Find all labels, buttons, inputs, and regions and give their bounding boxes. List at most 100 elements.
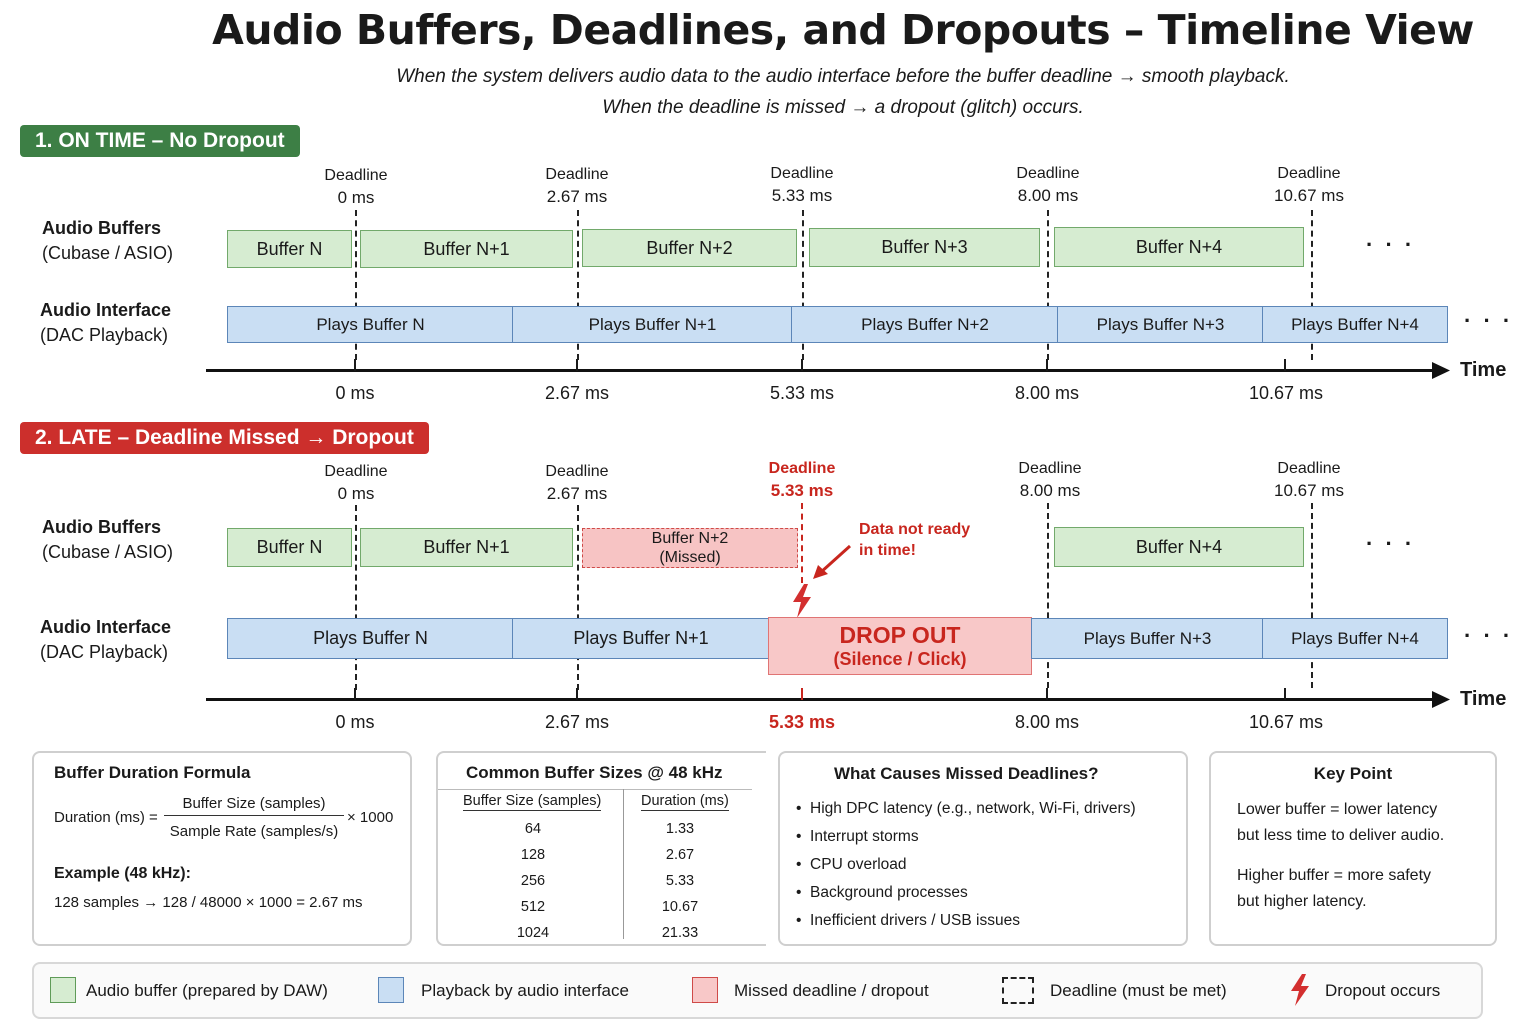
deadline-line — [1311, 503, 1313, 688]
buffer-block: Buffer N+4 — [1054, 227, 1304, 267]
annotation-arrow-icon — [813, 544, 852, 579]
audio-interface-label: Audio Interface(DAC Playback) — [40, 300, 172, 345]
deadline-line — [355, 505, 357, 690]
tick-label: 10.67 ms — [1248, 383, 1324, 403]
audio-buffers-label: Audio Buffers(Cubase / ASIO) — [42, 218, 174, 263]
formula-denominator: Sample Rate (samples/s) — [169, 823, 339, 840]
legend-buffer-label: Audio buffer (prepared by DAW) — [86, 981, 328, 1000]
example-text: 128 samples → 128 / 48000 × 1000 = 2.67 … — [54, 894, 363, 911]
continuation-ellipsis: · · · — [1464, 623, 1514, 648]
legend-missed-label: Missed deadline / dropout — [734, 981, 929, 1000]
key-point-title: Key Point — [1313, 764, 1393, 783]
axis-tick — [354, 688, 356, 700]
page-title: Audio Buffers, Deadlines, and Dropouts –… — [212, 6, 1474, 54]
buffer-block: Buffer N+4 — [1054, 527, 1304, 567]
legend: Audio buffer (prepared by DAW) Playback … — [32, 962, 1483, 1019]
tick-label: 8.00 ms — [1014, 383, 1080, 403]
legend-playback-label: Playback by audio interface — [421, 981, 629, 1000]
causes-title: What Causes Missed Deadlines? — [834, 764, 1099, 783]
deadline-line — [355, 210, 357, 360]
subtitle-line-2: When the deadline is missed → a dropout … — [602, 97, 1084, 118]
legend-playback-swatch — [378, 977, 404, 1003]
audio-buffers-label: Audio Buffers(Cubase / ASIO) — [42, 517, 174, 562]
playback-block: Plays Buffer N+4 — [1262, 306, 1448, 343]
buffer-sizes-panel: Common Buffer Sizes @ 48 kHz Buffer Size… — [436, 751, 766, 946]
axis-tick — [801, 359, 803, 371]
section-on-time-tag: 1. ON TIME – No Dropout — [20, 125, 300, 157]
continuation-ellipsis: · · · — [1464, 308, 1514, 333]
playback-block: Plays Buffer N+1 — [512, 306, 793, 343]
buffer-block: Buffer N+1 — [360, 528, 573, 567]
section-late-tag: 2. LATE – Deadline Missed → Dropout — [20, 422, 429, 454]
axis-tick — [576, 688, 578, 700]
legend-deadline-label: Deadline (must be met) — [1050, 981, 1227, 1000]
axis-arrow-icon — [1432, 691, 1450, 708]
tick-label: 10.67 ms — [1248, 712, 1324, 732]
legend-lightning-icon — [1291, 974, 1309, 1006]
deadline-line — [1047, 210, 1049, 360]
col-duration: Duration (ms) — [641, 793, 729, 811]
cause-item: • High DPC latency (e.g., network, Wi-Fi… — [796, 800, 1136, 817]
playback-block: Plays Buffer N — [227, 306, 514, 343]
buffer-block: Buffer N+2 — [582, 229, 797, 267]
buffer-block: Buffer N+1 — [360, 230, 573, 268]
continuation-ellipsis: · · · — [1366, 531, 1416, 556]
formula-multiplier: × 1000 — [347, 809, 394, 826]
col-buffer-size: Buffer Size (samples) — [463, 793, 602, 811]
lightning-bolt-icon — [793, 584, 811, 618]
deadline-line — [577, 505, 579, 690]
cause-item: • Inefficient drivers / USB issues — [796, 912, 1020, 929]
time-axis-label: Time — [1460, 359, 1507, 381]
deadline-line — [1047, 503, 1049, 688]
tick-label: 5.33 ms — [769, 383, 835, 403]
playback-block: Plays Buffer N — [227, 618, 514, 659]
axis-tick — [576, 359, 578, 371]
buffer-block: Buffer N — [227, 528, 352, 567]
causes-list: • High DPC latency (e.g., network, Wi-Fi… — [796, 795, 1136, 935]
axis-tick — [1046, 359, 1048, 371]
axis-tick — [801, 688, 803, 700]
legend-buffer-swatch — [50, 977, 76, 1003]
example-title: Example (48 kHz): — [54, 865, 191, 882]
playback-block: Plays Buffer N+3 — [1057, 306, 1264, 343]
tick-label: 2.67 ms — [544, 712, 610, 732]
tick-label: 0 ms — [335, 712, 375, 732]
cause-item: • Interrupt storms — [796, 828, 919, 845]
legend-missed-swatch — [692, 977, 718, 1003]
formula-panel: Buffer Duration Formula Duration (ms) = … — [32, 751, 412, 946]
legend-dropout-label: Dropout occurs — [1325, 981, 1441, 1000]
formula-numerator: Buffer Size (samples) — [164, 795, 344, 816]
tick-label: 0 ms — [335, 383, 375, 403]
time-axis — [206, 698, 1436, 701]
missed-deadline-line — [801, 503, 803, 583]
axis-tick — [354, 359, 356, 371]
playback-block: Plays Buffer N+2 — [791, 306, 1059, 343]
dropout-block: DROP OUT(Silence / Click) — [768, 617, 1032, 675]
tick-label: 8.00 ms — [1014, 712, 1080, 732]
deadline-line — [577, 210, 579, 360]
time-axis — [206, 369, 1436, 372]
audio-interface-label: Audio Interface(DAC Playback) — [40, 617, 172, 662]
deadline-line — [1311, 210, 1313, 360]
buffer-block: Buffer N — [227, 230, 352, 268]
axis-arrow-icon — [1432, 362, 1450, 379]
cause-item: • Background processes — [796, 884, 968, 901]
tick-label-missed: 5.33 ms — [768, 712, 836, 732]
continuation-ellipsis: · · · — [1366, 232, 1416, 257]
missed-buffer-block: Buffer N+2(Missed) — [582, 528, 798, 568]
